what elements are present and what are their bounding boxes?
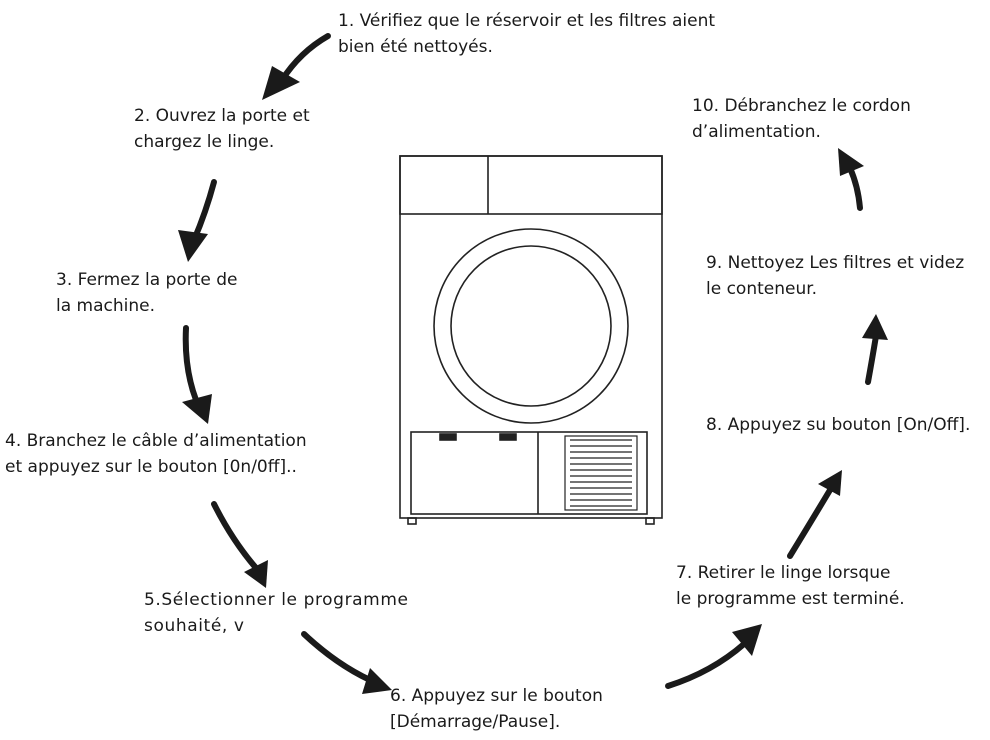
step-7-label: 7. Retirer le linge lorsque le programme… [676,560,905,612]
step-10-label: 10. Débranchez le cordon d’alimentation. [692,93,911,145]
arrow-step1-to-2 [279,33,331,83]
step-1-line-2: bien été nettoyés. [338,37,493,57]
step-5-label: 5.Sélectionner le programme souhaité, v [144,587,409,639]
arrowhead-step2 [262,66,300,100]
arrow-step5-to-6 [301,631,373,683]
step-7-line-2: le programme est terminé. [676,589,905,609]
dryer-door-glass [450,245,612,407]
step-2-line-2: chargez le linge. [134,132,275,152]
arrow-step4-to-5 [211,501,259,571]
step-4-line-2: et appuyez sur le bouton [0n/0ff].. [5,457,297,477]
step-3-line-2: la machine. [56,296,156,316]
arrow-step3-to-4 [182,325,199,403]
step-10-line-2: d’alimentation. [692,122,821,142]
arrowhead-step6 [362,668,392,694]
dryer-foot-right [645,517,655,525]
water-tank-handle-left [439,433,457,441]
arrow-step9-to-10 [847,165,863,211]
tumble-dryer-icon [399,155,663,525]
dryer-door-ring [433,228,629,424]
dryer-control-panel [399,155,663,215]
arrowhead-step9 [862,314,888,340]
step-5-line-1: 5.Sélectionner le programme [144,590,409,610]
arrowhead-step10 [838,148,864,176]
step-9-label: 9. Nettoyez Les filtres et videz le cont… [706,250,964,302]
step-6-line-2: [Démarrage/Pause]. [390,712,561,732]
step-1-line-1: 1. Vérifiez que le réservoir et les filt… [338,11,716,31]
step-6-line-1: 6. Appuyez sur le bouton [390,686,603,706]
arrow-step7-to-8 [787,487,833,559]
step-5-line-2: souhaité, v [144,616,245,636]
step-1-label: 1. Vérifiez que le réservoir et les filt… [338,8,715,60]
arrowhead-step4 [182,394,212,424]
step-8-line-1: 8. Appuyez su bouton [On/Off]. [706,415,971,435]
water-tank-handle-right [499,433,517,441]
step-6-label: 6. Appuyez sur le bouton [Démarrage/Paus… [390,683,603,735]
arrowhead-step8 [818,470,842,496]
step-9-line-2: le conteneur. [706,279,818,299]
step-7-line-1: 7. Retirer le linge lorsque [676,563,891,583]
step-2-label: 2. Ouvrez la porte et chargez le linge. [134,103,310,155]
step-3-label: 3. Fermez la porte de la machine. [56,267,237,319]
step-8-label: 8. Appuyez su bouton [On/Off]. [706,412,970,438]
step-3-line-1: 3. Fermez la porte de [56,270,238,290]
step-2-line-1: 2. Ouvrez la porte et [134,106,310,126]
dryer-foot-left [407,517,417,525]
arrow-step2-to-3 [191,179,217,243]
step-9-line-1: 9. Nettoyez Les filtres et videz [706,253,965,273]
arrowhead-step5 [244,560,268,588]
step-4-label: 4. Branchez le câble d’alimentation et a… [5,428,307,480]
arrowhead-step3 [178,230,208,262]
arrow-step8-to-9 [865,333,879,385]
arrow-step6-to-7 [665,641,747,689]
dryer-bottom-panel [410,431,648,515]
arrowhead-step7 [732,624,762,656]
dryer-vent-grille [564,435,638,511]
step-10-line-1: 10. Débranchez le cordon [692,96,911,116]
step-4-line-1: 4. Branchez le câble d’alimentation [5,431,307,451]
